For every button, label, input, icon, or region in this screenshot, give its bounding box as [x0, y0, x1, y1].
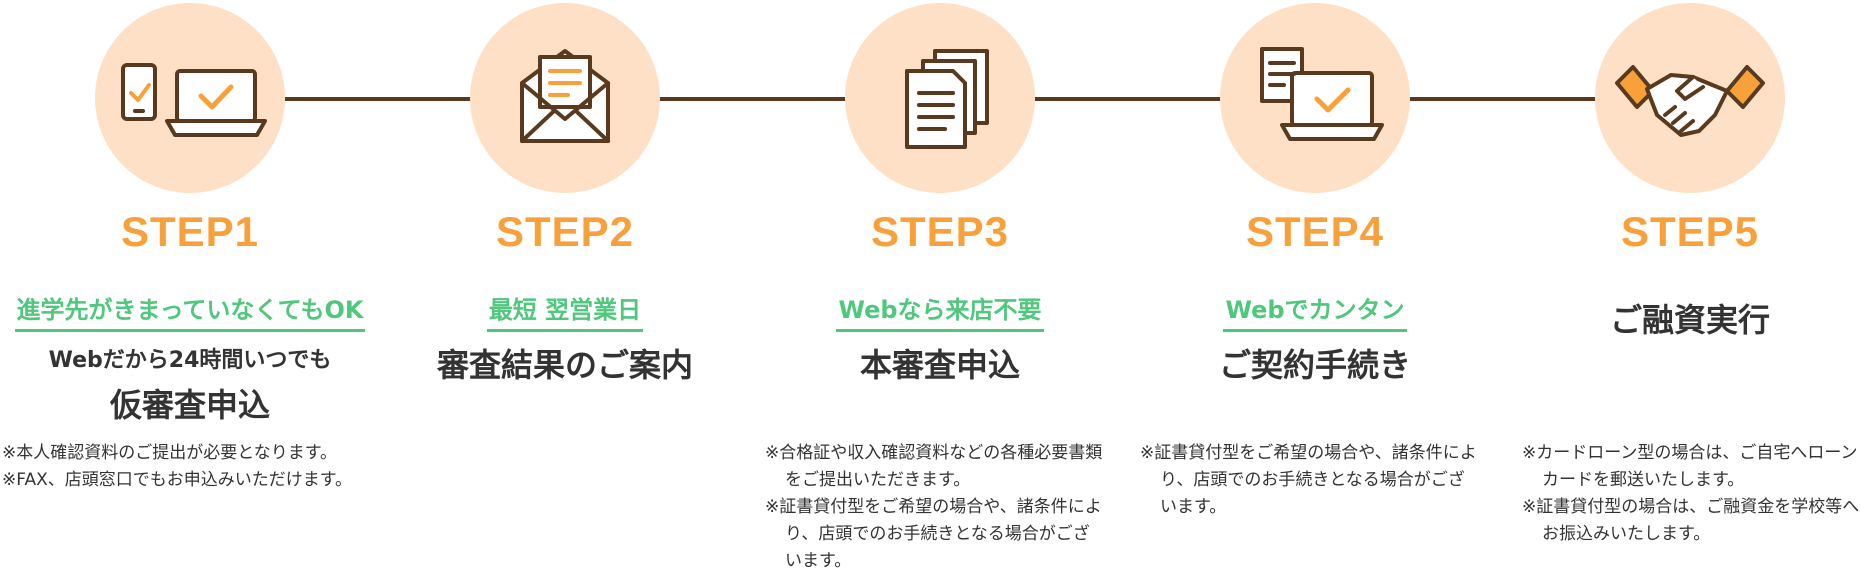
note-item: ※本人確認資料のご提出が必要となります。	[2, 443, 338, 463]
step-label: STEP1	[120, 208, 260, 255]
step-highlight: Webでカンタン	[1125, 290, 1505, 332]
step-notes: ※合格証や収入確認資料などの各種必要書類をご提出いただきます。 ※証書貸付型をご…	[765, 440, 1105, 575]
step-label: STEP4	[1245, 208, 1385, 255]
step-title: 本審査申込	[859, 346, 1020, 384]
laptop-document-check-icon	[1260, 47, 1384, 141]
connector-line	[285, 97, 475, 101]
step-label: STEP3	[870, 208, 1010, 255]
step-5-icon-circle	[1595, 3, 1785, 193]
note-item: ※証書貸付型の場合は、ご融資金を学校等へお振込みいたします。	[1522, 497, 1860, 544]
connector-line	[660, 97, 850, 101]
step-highlight: 進学先がきまっていなくてもOK	[0, 290, 380, 332]
step-notes: ※本人確認資料のご提出が必要となります。 ※FAX、店頭窓口でもお申込みいただけ…	[2, 440, 378, 494]
note-item: ※合格証や収入確認資料などの各種必要書類をご提出いただきます。	[765, 443, 1103, 490]
step-title: 審査結果のご案内	[436, 346, 693, 384]
step-1-icon-circle	[95, 3, 285, 193]
step-label: STEP5	[1620, 208, 1760, 255]
step-title: ご融資実行	[1609, 301, 1770, 339]
connector-line	[1410, 97, 1600, 101]
laptop-phone-check-icon	[121, 63, 267, 137]
step-highlight: 最短 翌営業日	[375, 290, 755, 332]
note-item: ※カードローン型の場合は、ご自宅へローンカードを郵送いたします。	[1522, 443, 1858, 490]
step-label: STEP2	[495, 208, 635, 255]
step-2-icon-circle	[470, 3, 660, 193]
step-title: 仮審査申込	[109, 386, 270, 424]
step-highlight: Webなら来店不要	[750, 290, 1130, 332]
handshake-icon	[1615, 65, 1765, 137]
step-subtitle: Webだから24時間いつでも	[48, 348, 332, 373]
documents-icon	[905, 49, 989, 149]
note-item: ※証書貸付型をご希望の場合や、諸条件により、店頭でのお手続きとなる場合がございま…	[1140, 443, 1477, 517]
step-notes: ※カードローン型の場合は、ご自宅へローンカードを郵送いたします。 ※証書貸付型の…	[1522, 440, 1860, 548]
step-title: ご契約手続き	[1218, 346, 1411, 384]
step-notes: ※証書貸付型をご希望の場合や、諸条件により、店頭でのお手続きとなる場合がございま…	[1140, 440, 1480, 521]
envelope-letter-icon	[520, 49, 610, 143]
connector-line	[1035, 97, 1225, 101]
step-4-icon-circle	[1220, 3, 1410, 193]
step-3-icon-circle	[845, 3, 1035, 193]
note-item: ※FAX、店頭窓口でもお申込みいただけます。	[2, 470, 353, 490]
note-item: ※証書貸付型をご希望の場合や、諸条件により、店頭でのお手続きとなる場合がございま…	[765, 497, 1102, 571]
